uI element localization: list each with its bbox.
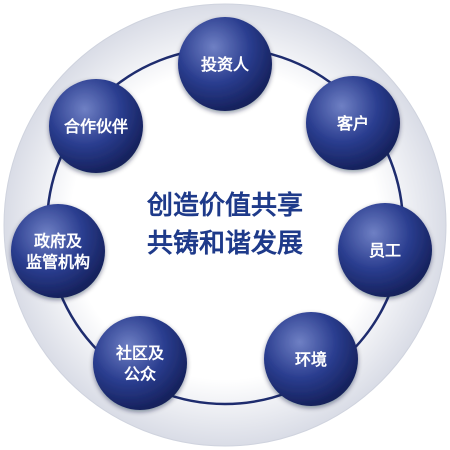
center-slogan-line-1: 创造价值共享 xyxy=(146,190,303,221)
node-label-investors: 投资人 xyxy=(201,55,250,74)
node-circle-government xyxy=(11,204,105,298)
center-slogan-line-2: 共铸和谐发展 xyxy=(147,228,303,259)
node-circle-partners xyxy=(49,79,143,173)
node-label-society-1: 社区及 xyxy=(115,344,165,363)
node-circle-employees xyxy=(338,203,432,297)
node-partners: 合作伙伴 xyxy=(49,79,143,173)
node-investors: 投资人 xyxy=(178,17,272,111)
node-label-government-1: 政府及 xyxy=(34,232,83,251)
node-circle-customers xyxy=(306,76,400,170)
node-circle-investors xyxy=(178,17,272,111)
node-label-society-2: 公众 xyxy=(124,365,157,384)
node-circle-environment xyxy=(264,312,358,406)
node-environment: 环境 xyxy=(264,312,358,406)
node-employees: 员工 xyxy=(338,203,432,297)
node-label-partners: 合作伙伴 xyxy=(64,117,128,136)
node-circle-society xyxy=(93,316,187,410)
node-label-environment: 环境 xyxy=(295,350,327,369)
node-label-customers: 客户 xyxy=(337,114,369,133)
node-label-government-2: 监管机构 xyxy=(26,253,90,272)
node-customers: 客户 xyxy=(306,76,400,170)
node-label-employees: 员工 xyxy=(369,241,401,260)
